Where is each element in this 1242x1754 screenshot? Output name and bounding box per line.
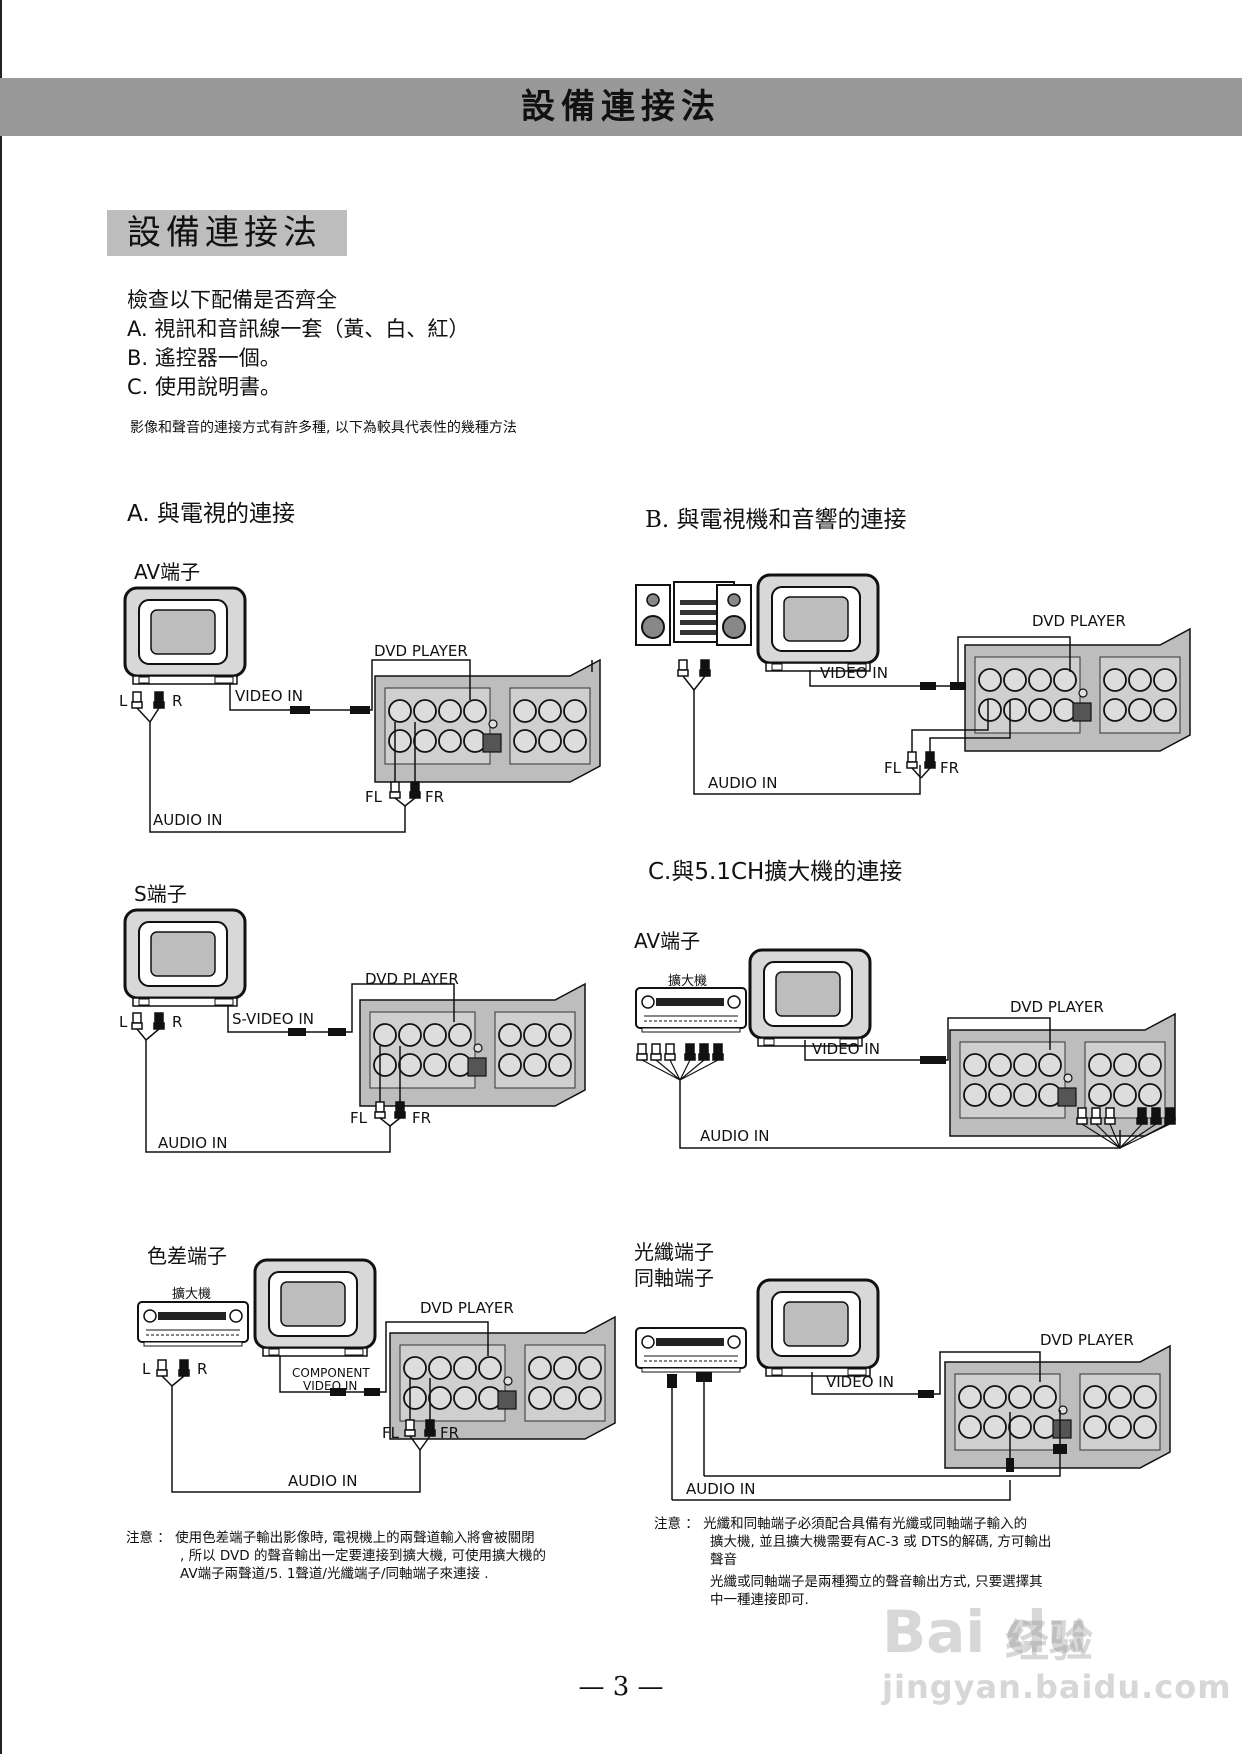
diagram-c-optical: DVD PLAYER VIDEO IN AUDIO IN bbox=[635, 1278, 1171, 1501]
checklist-intro: 檢查以下配備是否齊全 bbox=[127, 288, 337, 312]
s-fl-label: FL bbox=[350, 1109, 368, 1127]
s-l-label: L bbox=[119, 1013, 128, 1031]
b-video-label: VIDEO IN bbox=[820, 664, 888, 682]
comp-video-label-2: VIDEO IN bbox=[303, 1379, 357, 1393]
b-player-label: DVD PLAYER bbox=[1032, 612, 1126, 630]
header-banner bbox=[0, 78, 1242, 136]
note-a-line3: AV端子兩聲道/5. 1聲道/光纖端子/同軸端子來連接 . bbox=[180, 1566, 489, 1582]
av-player-label: DVD PLAYER bbox=[374, 642, 468, 660]
page-left-border bbox=[0, 0, 2, 1754]
note-c-line5: 中一種連接即可. bbox=[710, 1592, 809, 1608]
diagram-a-av: L R DVD PLAYER VIDEO IN FL FR AUDIO IN bbox=[119, 586, 601, 833]
section-title: 設備連接法 bbox=[127, 213, 322, 253]
av-terminal-label: AV端子 bbox=[134, 560, 201, 584]
s-terminal-label: S端子 bbox=[134, 882, 187, 906]
c-video-label: VIDEO IN bbox=[812, 1040, 880, 1058]
watermark-cn: 经验 bbox=[1005, 1616, 1093, 1667]
c-player-label: DVD PLAYER bbox=[1010, 998, 1104, 1016]
av-audio-label: AUDIO IN bbox=[153, 811, 222, 829]
opt-audio-label: AUDIO IN bbox=[686, 1480, 755, 1498]
av-fl-label: FL bbox=[365, 788, 383, 806]
page-number: — 3 — bbox=[578, 1672, 664, 1702]
speaker-right bbox=[716, 584, 752, 646]
checklist-item-a: A. 視訊和音訊線一套（黃、白、紅） bbox=[127, 317, 470, 341]
component-terminal-label: 色差端子 bbox=[147, 1244, 227, 1268]
av-r-label: R bbox=[172, 692, 182, 710]
s-video-label: S-VIDEO IN bbox=[232, 1010, 314, 1028]
note-c-line4: 光纖或同軸端子是兩種獨立的聲音輸出方式, 只要選擇其 bbox=[710, 1574, 1043, 1590]
note-c-line2: 擴大機, 並且擴大機需要有AC-3 或 DTS的解碼, 方可輸出 bbox=[710, 1534, 1052, 1550]
section-b-heading: B. 與電視機和音響的連接 bbox=[645, 507, 907, 533]
b-fr-label: FR bbox=[940, 759, 959, 777]
speaker-left bbox=[635, 581, 735, 646]
s-fr-label: FR bbox=[412, 1109, 431, 1127]
checklist-item-b: B. 遙控器一個。 bbox=[127, 346, 281, 370]
banner-title: 設備連接法 bbox=[521, 87, 721, 127]
diagram-a-s: L R DVD PLAYER S-VIDEO IN FL FR AUDIO IN bbox=[119, 908, 586, 1153]
av-l-label: L bbox=[119, 692, 128, 710]
section-a-heading: A. 與電視的連接 bbox=[127, 501, 295, 527]
s-player-label: DVD PLAYER bbox=[365, 970, 459, 988]
coaxial-terminal-label: 同軸端子 bbox=[634, 1266, 714, 1290]
diagram-a-component: 擴大機 L R DVD PLAYER COMPONENT VIDEO IN FL… bbox=[137, 1258, 616, 1493]
s-r-label: R bbox=[172, 1013, 182, 1031]
comp-fr-label: FR bbox=[440, 1424, 459, 1442]
opt-video-label: VIDEO IN bbox=[826, 1373, 894, 1391]
section-c-heading: C.與5.1CH擴大機的連接 bbox=[648, 859, 903, 885]
comp-audio-label: AUDIO IN bbox=[288, 1472, 357, 1490]
comp-player-label: DVD PLAYER bbox=[420, 1299, 514, 1317]
av-video-label: VIDEO IN bbox=[235, 687, 303, 705]
av-fr-label: FR bbox=[425, 788, 444, 806]
note-c-line1: 注意 ： 光纖和同軸端子必須配合具備有光纖或同軸端子輸入的 bbox=[654, 1516, 1028, 1532]
comp-l-label: L bbox=[142, 1360, 151, 1378]
b-fl-label: FL bbox=[884, 759, 902, 777]
diagram-c-av: 擴大機 DVD PLAYER VIDEO IN AUDIO IN bbox=[635, 948, 1176, 1150]
c-av-terminal-label: AV端子 bbox=[634, 929, 701, 953]
note-a-line2: , 所以 DVD 的聲音輸出一定要連接到擴大機, 可使用擴大機的 bbox=[180, 1548, 547, 1564]
watermark-brand: Bai du bbox=[882, 1598, 1089, 1666]
opt-player-label: DVD PLAYER bbox=[1040, 1331, 1134, 1349]
comp-video-label-1: COMPONENT bbox=[292, 1366, 370, 1380]
comp-amp-label: 擴大機 bbox=[172, 1286, 211, 1302]
b-audio-label: AUDIO IN bbox=[708, 774, 777, 792]
s-audio-label: AUDIO IN bbox=[158, 1134, 227, 1152]
checklist-item-c: C. 使用說明書。 bbox=[127, 375, 282, 399]
note-a-line1: 注意 ： 使用色差端子輸出影像時, 電視機上的兩聲道輸入將會被關閉 bbox=[126, 1530, 535, 1546]
c-audio-label: AUDIO IN bbox=[700, 1127, 769, 1145]
c-amp-label: 擴大機 bbox=[668, 973, 707, 989]
optical-terminal-label: 光纖端子 bbox=[634, 1240, 714, 1264]
diagram-b: DVD PLAYER VIDEO IN FL FR AUDIO IN bbox=[635, 573, 1191, 795]
comp-fl-label: FL bbox=[382, 1424, 400, 1442]
comp-r-label: R bbox=[197, 1360, 207, 1378]
section-title-box bbox=[107, 210, 347, 256]
watermark-url: jingyan.baidu.com bbox=[882, 1668, 1232, 1706]
methods-note: 影像和聲音的連接方式有許多種, 以下為較具代表性的幾種方法 bbox=[130, 420, 517, 436]
note-c-line3: 聲音 bbox=[710, 1552, 737, 1568]
